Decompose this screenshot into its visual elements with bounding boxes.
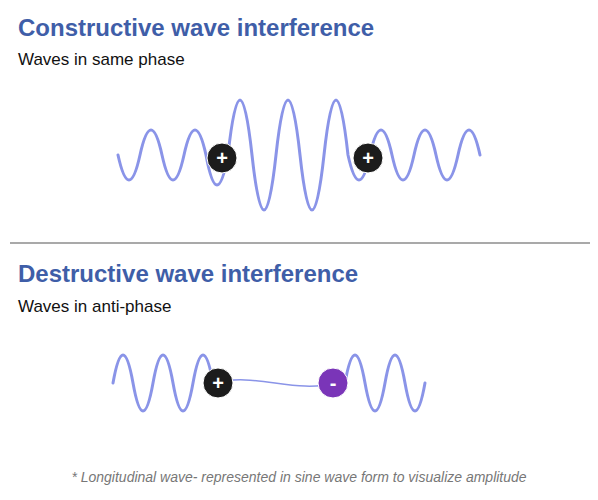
destructive-wave-left	[113, 355, 213, 411]
footnote-caption: * Longitudinal wave- represented in sine…	[10, 468, 588, 486]
charge-circle-shape	[318, 368, 348, 398]
charge-sign: -	[317, 367, 349, 399]
separator-line	[10, 242, 590, 244]
charge-circle-shape	[353, 143, 383, 173]
section-heading: Constructive wave interference	[18, 14, 578, 42]
positive-charge: +	[206, 142, 238, 174]
charge-sign: +	[352, 142, 384, 174]
section-subtitle: Waves in anti-phase	[18, 297, 578, 317]
charge-circle-shape	[203, 368, 233, 398]
charge-sign: +	[202, 367, 234, 399]
section-heading: Destructive wave interference	[18, 260, 578, 288]
destructive-wave-right	[345, 355, 425, 411]
charge-circle-shape	[207, 143, 237, 173]
positive-charge: +	[202, 367, 234, 399]
positive-charge: +	[352, 142, 384, 174]
constructive-wave	[118, 100, 480, 210]
negative-charge: -	[317, 367, 349, 399]
charge-sign: +	[206, 142, 238, 174]
section-subtitle: Waves in same phase	[18, 50, 578, 70]
